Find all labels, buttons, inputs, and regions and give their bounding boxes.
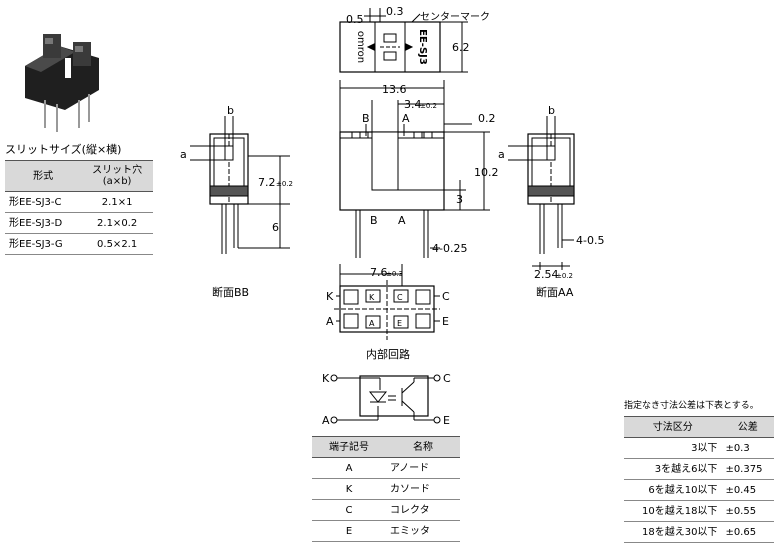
cell: A — [312, 457, 386, 479]
model-label: EE-SJ3 — [417, 29, 428, 65]
bb-dim-72: 7.2 — [258, 176, 276, 189]
front-view — [339, 80, 490, 258]
section-b-bottom: B — [370, 214, 378, 227]
bottom-dim-pitch: 7.6 — [370, 266, 388, 279]
dim-34-tol: ±0.2 — [420, 102, 437, 110]
dim-62: 6.2 — [452, 41, 470, 54]
bottom-label-c: C — [442, 290, 450, 303]
brand-label: omron — [355, 31, 366, 63]
bottom-view — [334, 264, 440, 340]
aa-dim-lead: 4-0.5 — [576, 234, 604, 247]
center-mark-label: センターマーク — [420, 11, 490, 23]
cell: エミッタ — [386, 520, 460, 542]
circuit-c: C — [443, 372, 451, 385]
cell: K — [312, 478, 386, 500]
pad-e: E — [397, 319, 402, 328]
bottom-label-e: E — [442, 315, 449, 328]
circuit-e: E — [443, 414, 450, 427]
cell: E — [312, 520, 386, 542]
sensor-photo — [25, 34, 99, 132]
cell: ±0.55 — [721, 500, 774, 522]
bottom-label-k: K — [326, 290, 334, 303]
cell: 形EE-SJ3-D — [5, 212, 82, 234]
table-row: 3を越え6以下±0.375 — [624, 458, 774, 480]
terminal-header-name: 名称 — [386, 436, 460, 458]
section-bb — [190, 116, 290, 254]
cell: ±0.3 — [721, 437, 774, 459]
section-a-bottom: A — [398, 214, 406, 227]
table-row: 3以下±0.3 — [624, 437, 774, 459]
cell: アノード — [386, 457, 460, 479]
cell: 3を越え6以下 — [624, 458, 722, 480]
bb-dim-b: b — [227, 104, 234, 117]
slit-header-hole: スリット穴 (a×b) — [81, 160, 153, 192]
dim-3: 3 — [456, 193, 463, 206]
cell: 10を越え18以下 — [624, 500, 722, 522]
circuit-a: A — [322, 414, 330, 427]
slit-header-model: 形式 — [5, 160, 82, 192]
bb-dim-72-tol: ±0.2 — [276, 180, 293, 188]
pad-a: A — [369, 319, 375, 328]
dim-02: 0.2 — [478, 112, 496, 125]
table-row: 18を越え30以下±0.65 — [624, 521, 774, 543]
section-b-top: B — [362, 112, 370, 125]
section-a-top: A — [402, 112, 410, 125]
dim-136: 13.6 — [382, 83, 407, 96]
pad-k: K — [369, 293, 375, 302]
cell: 形EE-SJ3-G — [5, 233, 82, 255]
circuit-k: K — [322, 372, 330, 385]
cell: 形EE-SJ3-C — [5, 191, 82, 213]
caption-aa: 断面AA — [536, 285, 574, 299]
slit-title: スリットサイズ(縦×横) — [5, 143, 122, 156]
dim-03: 0.3 — [386, 5, 404, 18]
terminal-header-symbol: 端子記号 — [312, 436, 386, 458]
dim-102: 10.2 — [474, 166, 499, 179]
dim-leads: 4-0.25 — [432, 242, 467, 255]
tolerance-header-value: 公差 — [721, 416, 774, 438]
internal-circuit — [330, 374, 441, 424]
tolerance-table: 寸法区分 公差 3以下±0.3 3を越え6以下±0.375 6を越え10以下±0… — [624, 416, 774, 543]
aa-dim-a: a — [498, 148, 505, 161]
bottom-label-a: A — [326, 315, 334, 328]
cell: C — [312, 499, 386, 521]
cell: カソード — [386, 478, 460, 500]
top-view: omron EE-SJ3 — [339, 8, 468, 73]
aa-dim-b: b — [548, 104, 555, 117]
cell: 6を越え10以下 — [624, 479, 722, 501]
cell: 0.5×2.1 — [81, 233, 153, 255]
dim-05: 0.5 — [346, 13, 364, 26]
cell: コレクタ — [386, 499, 460, 521]
cell: 2.1×0.2 — [81, 212, 153, 234]
caption-bb: 断面BB — [212, 285, 249, 299]
cell: 18を越え30以下 — [624, 521, 722, 543]
bottom-dim-pitch-tol: ±0.3 — [386, 270, 403, 278]
table-row: 6を越え10以下±0.45 — [624, 479, 774, 501]
cell: 2.1×1 — [81, 191, 153, 213]
cell: ±0.45 — [721, 479, 774, 501]
cell: ±0.65 — [721, 521, 774, 543]
cell: 3以下 — [624, 437, 722, 459]
cell: ±0.375 — [721, 458, 774, 480]
circuit-caption: 内部回路 — [366, 347, 410, 361]
aa-dim-pitch-tol: ±0.2 — [556, 272, 573, 280]
tolerance-note: 指定なき寸法公差は下表とする。 — [624, 401, 759, 411]
aa-dim-pitch: 2.54 — [534, 268, 559, 281]
pad-c: C — [397, 293, 403, 302]
section-aa — [508, 116, 575, 270]
bb-dim-a: a — [180, 148, 187, 161]
table-row: 10を越え18以下±0.55 — [624, 500, 774, 522]
dim-34: 3.4 — [404, 98, 422, 111]
tolerance-header-range: 寸法区分 — [624, 416, 722, 438]
bb-dim-6: 6 — [272, 221, 279, 234]
